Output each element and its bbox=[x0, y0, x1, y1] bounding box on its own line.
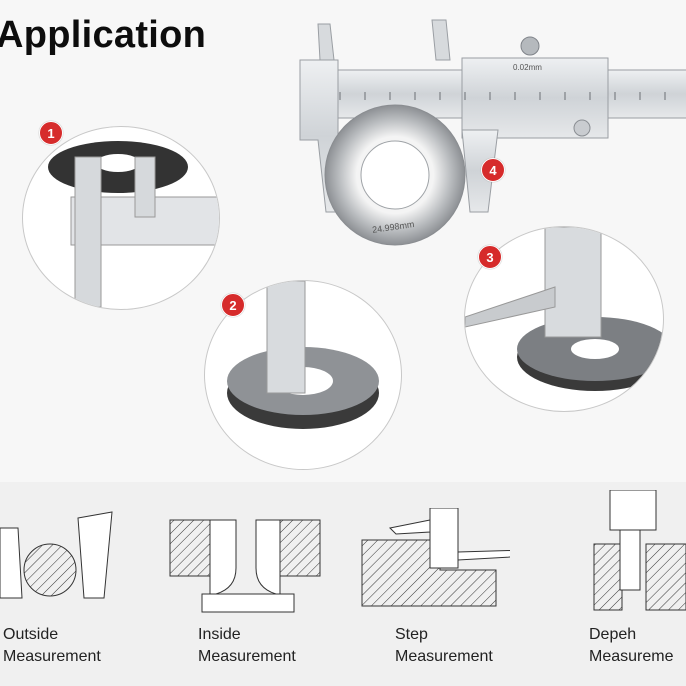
detail-outside-circle bbox=[22, 126, 220, 310]
page-title: Application bbox=[0, 14, 207, 56]
badge-3: 3 bbox=[478, 245, 502, 269]
main-caliper-illustration bbox=[299, 19, 686, 246]
outside-measurement-label: Outside Measurement bbox=[3, 626, 101, 665]
step-measurement-diagram bbox=[361, 508, 510, 607]
outside-measurement-diagram bbox=[0, 511, 113, 599]
depth-measurement-diagram bbox=[593, 490, 686, 611]
depth-measurement-label: Depeh Measureme bbox=[589, 626, 674, 665]
step-measurement-label: Step Measurement bbox=[395, 626, 493, 665]
inside-measurement-label: Inside Measurement bbox=[198, 626, 296, 665]
badge-4: 4 bbox=[481, 158, 505, 182]
caliper-scale-text: 0.02mm bbox=[513, 63, 542, 72]
methods-panel bbox=[0, 482, 686, 686]
badge-2: 2 bbox=[221, 293, 245, 317]
badge-1: 1 bbox=[39, 121, 63, 145]
inside-measurement-diagram bbox=[169, 519, 321, 613]
